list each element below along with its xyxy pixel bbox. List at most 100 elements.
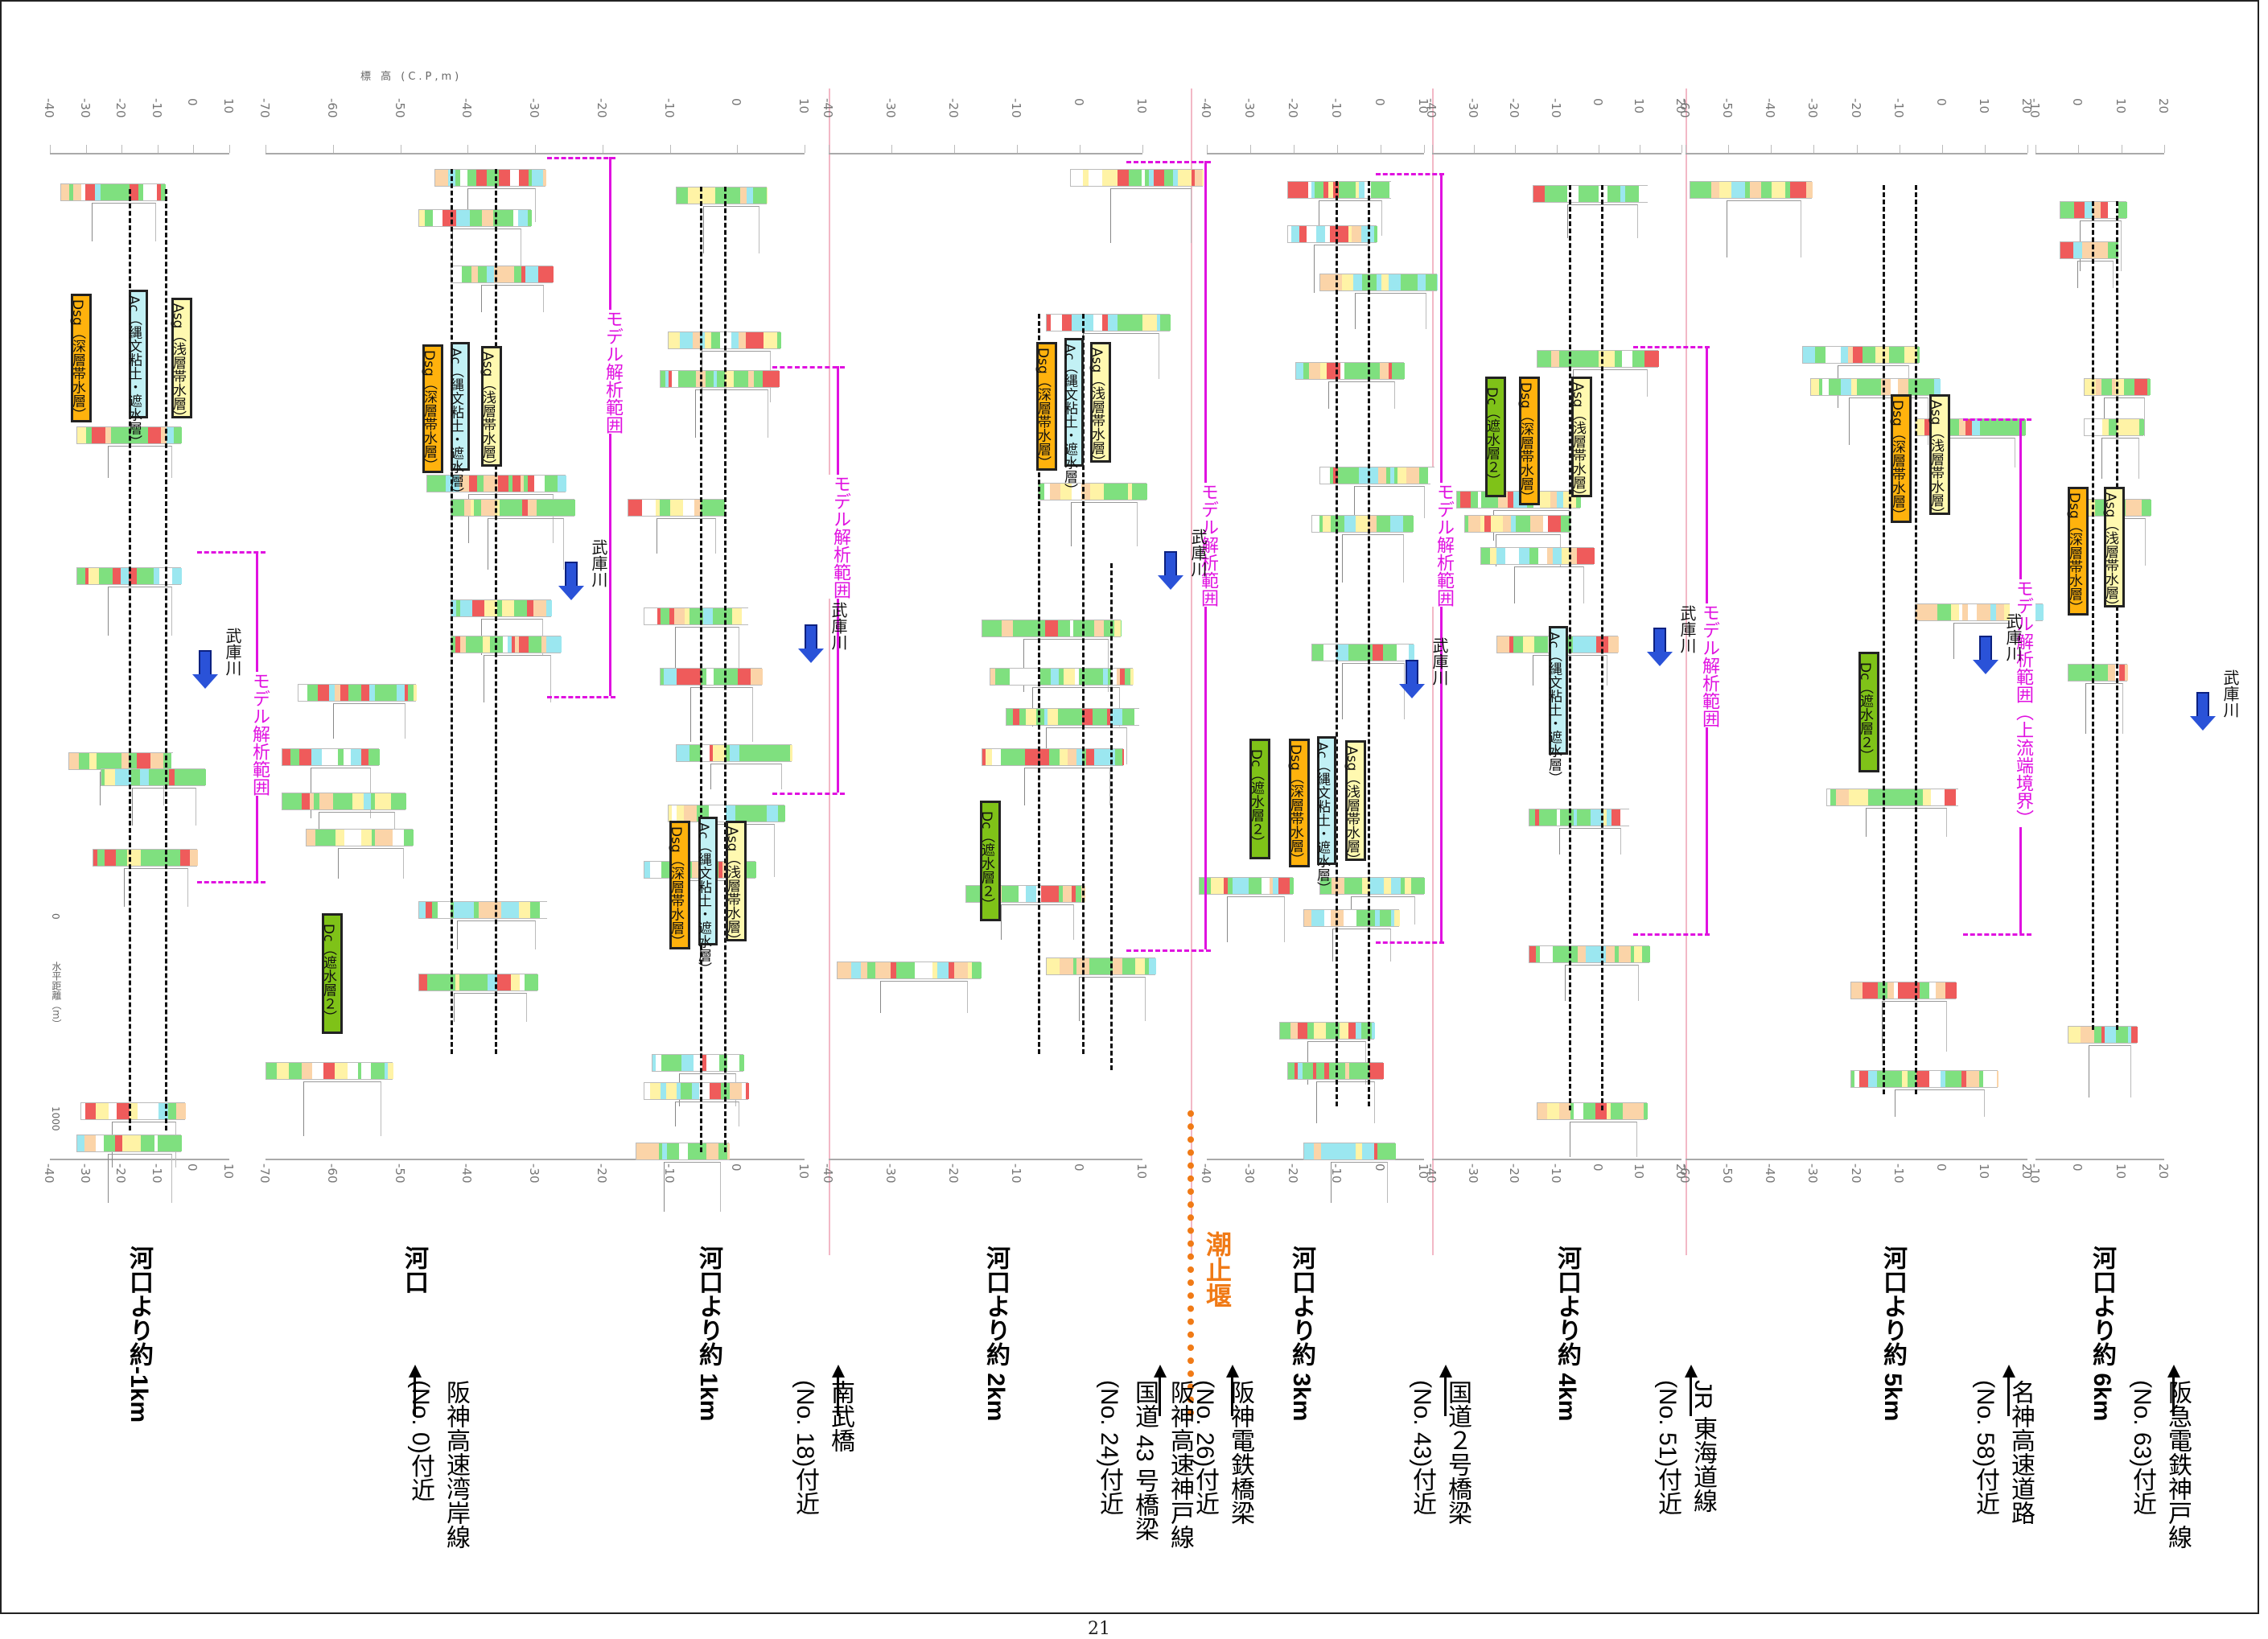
soil-layer-segment: [1344, 363, 1358, 379]
soil-layer-segment: [73, 184, 81, 200]
soil-layer-segment: [776, 745, 781, 761]
soil-layer-segment: [1916, 1071, 1929, 1087]
soil-layer-segment: [1889, 347, 1895, 363]
soil-layer-segment: [1233, 878, 1239, 894]
soil-layer-segment: [1390, 467, 1394, 484]
soil-layer-segment: [1591, 809, 1603, 826]
soil-layer-segment: [1570, 548, 1577, 564]
boring-log: [418, 974, 538, 991]
soil-layer-segment: [1149, 170, 1154, 186]
soil-layer-segment: [694, 1055, 702, 1071]
soil-layer-segment: [754, 371, 758, 387]
river-label: 武庫川: [589, 539, 608, 587]
location-arrow: [2003, 1365, 2015, 1416]
soil-layer-segment: [131, 769, 136, 785]
soil-layer-segment: [1309, 363, 1320, 379]
ruler-tick-label: 0: [2070, 1163, 2085, 1172]
river-arrow: [798, 624, 824, 663]
n-value-trace: [1341, 534, 1405, 583]
n-value-trace: [1726, 200, 1801, 257]
soil-layer-segment: [1631, 946, 1634, 962]
soil-layer-segment: [149, 769, 161, 785]
soil-layer-segment: [924, 962, 932, 978]
soil-layer-segment: [739, 745, 749, 761]
soil-layer-segment: [692, 1083, 699, 1099]
soil-layer-segment: [732, 608, 738, 624]
soil-layer-segment: [2112, 379, 2115, 395]
soil-layer-segment: [481, 500, 495, 516]
soil-layer-segment: [1373, 274, 1377, 290]
soil-layer-segment: [541, 636, 546, 653]
soil-layer-segment: [1122, 749, 1124, 765]
soil-layer-segment: [1344, 878, 1356, 894]
soil-layer-segment: [1325, 226, 1330, 242]
section-distance-label: 河口より約 6km: [2089, 1246, 2115, 1422]
layer-box-ac: Ac（縄文粘土・遮水層）: [126, 290, 148, 449]
ruler-tick-label: -10: [1891, 1163, 1906, 1184]
location-label: 阪急電鉄神戸線 (No. 63)付近: [2129, 1380, 2191, 1549]
soil-layer-segment: [433, 210, 442, 226]
soil-layer-segment: [2130, 419, 2139, 435]
soil-layer-segment: [1965, 419, 1972, 435]
soil-layer-segment: [1091, 669, 1103, 685]
soil-layer-segment: [1108, 669, 1111, 685]
soil-layer-segment: [2081, 665, 2094, 681]
soil-layer-segment: [487, 266, 494, 282]
soil-layer-segment: [154, 1135, 158, 1151]
soil-layer-segment: [1128, 484, 1132, 500]
soil-layer-segment: [1497, 636, 1509, 653]
soil-layer-segment: [2060, 202, 2074, 218]
soil-layer-segment: [1073, 620, 1082, 636]
n-value-trace: [1866, 808, 1947, 838]
soil-layer-segment: [1120, 669, 1125, 685]
layer-box-dsg: Dsg（深層帯水層）: [1035, 342, 1057, 471]
soil-layer-segment: [1381, 274, 1389, 290]
soil-layer-segment: [1936, 982, 1945, 999]
soil-layer-segment: [1826, 347, 1832, 363]
soil-layer-segment: [1311, 182, 1315, 198]
soil-layer-segment: [302, 1063, 312, 1079]
soil-layer-segment: [1894, 982, 1898, 999]
boring-log: [1311, 515, 1414, 533]
soil-layer-segment: [718, 862, 722, 878]
ruler-tick: [535, 145, 536, 153]
soil-layer-segment: [1996, 604, 2004, 620]
soil-layer-segment: [1530, 516, 1543, 532]
soil-layer-segment: [1863, 982, 1875, 999]
soil-layer-segment: [2082, 242, 2087, 258]
soil-layer-segment: [474, 902, 479, 918]
soil-layer-segment: [727, 1055, 739, 1071]
soil-layer-segment: [361, 685, 369, 701]
soil-layer-segment: [742, 608, 749, 624]
soil-layer-segment: [115, 769, 126, 785]
soil-layer-segment: [318, 685, 329, 701]
soil-layer-segment: [1998, 419, 2006, 435]
soil-layer-segment: [364, 793, 371, 809]
soil-layer-segment: [1344, 516, 1356, 532]
soil-layer-segment: [657, 608, 661, 624]
soil-layer-segment: [414, 685, 417, 701]
boring-log: [1533, 185, 1649, 203]
soil-layer-segment: [368, 749, 380, 765]
boring-log: [1529, 809, 1630, 826]
soil-layer-segment: [1019, 886, 1026, 902]
soil-layer-segment: [2093, 202, 2101, 218]
soil-layer-segment: [479, 974, 488, 990]
soil-layer-segment: [282, 749, 290, 765]
soil-layer-segment: [966, 886, 976, 902]
soil-layer-segment: [1761, 182, 1772, 198]
layer-box-asg: Asg（浅層帯水層）: [1089, 342, 1111, 468]
boring-log: [1046, 957, 1156, 975]
layer-box-dc: Dc（遮水層２）: [320, 913, 343, 1034]
n-value-trace: [675, 627, 739, 681]
soil-layer-segment: [1979, 1071, 1983, 1087]
soil-layer-segment: [1547, 548, 1553, 564]
ruler-tick-label: 0: [1590, 98, 1605, 106]
soil-layer-segment: [1114, 620, 1121, 636]
soil-layer-segment: [650, 862, 661, 878]
n-value-trace: [484, 655, 552, 702]
soil-layer-segment: [1076, 749, 1082, 765]
ruler-tick: [1771, 145, 1772, 153]
soil-layer-segment: [706, 1143, 718, 1159]
